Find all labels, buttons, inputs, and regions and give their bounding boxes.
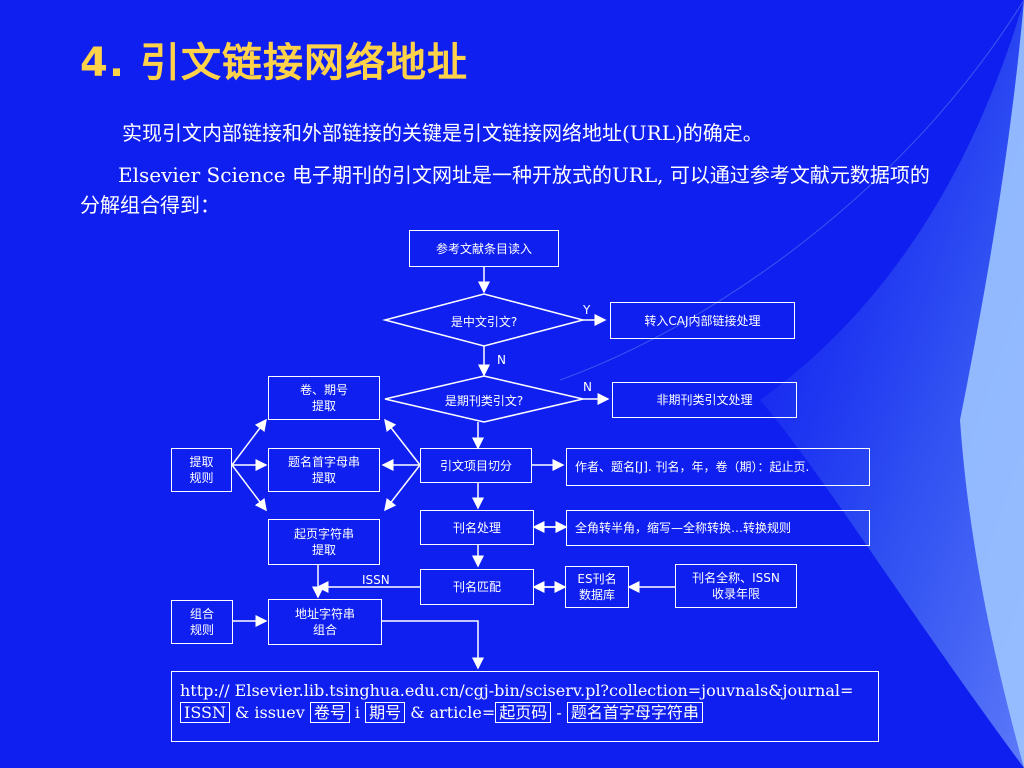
node-caj: 转入CAJ内部链接处理	[610, 302, 795, 339]
node-db-note: 刊名全称、ISSN 收录年限	[675, 564, 797, 608]
node-split: 引文项目切分	[420, 448, 532, 483]
node-vol-issue: 卷、期号 提取	[268, 376, 380, 420]
node-journal-note: 全角转半角，缩写—全称转换…转换规则	[566, 510, 870, 546]
intro-paragraph: 实现引文内部链接和外部链接的关键是引文链接网络地址(URL)的确定。	[122, 121, 763, 145]
url-text-article: & article=	[405, 703, 496, 722]
node-title-initial: 题名首字母串 提取	[268, 448, 380, 492]
decision-journal: 是期刊类引文?	[444, 394, 524, 408]
issn-label: ISSN	[362, 573, 390, 587]
decision-chinese: 是中文引文?	[450, 315, 518, 329]
node-rule-combine: 组合 规则	[171, 600, 233, 644]
node-start-page: 起页字符串 提取	[268, 519, 380, 565]
node-journal-proc: 刊名处理	[420, 510, 534, 545]
slide-title: 4. 引文链接网络地址	[80, 40, 468, 86]
node-start: 参考文献条目读入	[409, 230, 559, 267]
url-text-dash: -	[551, 703, 567, 722]
url-issue-tag: 期号	[365, 702, 406, 723]
node-journal-match: 刊名匹配	[420, 569, 534, 605]
url-line-2: ISSN & issuev 卷号 i 期号 & article=起页码 - 题名…	[180, 702, 870, 724]
url-issn-tag: ISSN	[180, 702, 230, 723]
yes-label: Y	[583, 303, 591, 317]
node-split-note: 作者、题名[J]. 刊名，年，卷（期）：起止页.	[566, 448, 870, 486]
node-non-journal: 非期刊类引文处理	[612, 382, 797, 418]
node-es-db: ES刊名 数据库	[565, 566, 629, 608]
url-line-1: http:// Elsevier.lib.tsinghua.edu.cn/cgj…	[180, 681, 854, 700]
detail-paragraph: Elsevier Science 电子期刊的引文网址是一种开放式的URL, 可以…	[80, 163, 930, 217]
url-title-tag: 题名首字母字符串	[566, 702, 703, 723]
url-text-issue: & issuev	[229, 703, 310, 722]
node-addr-combine: 地址字符串 组合	[268, 599, 382, 645]
url-text-i: i	[349, 703, 366, 722]
no-label-2: N	[583, 380, 592, 394]
url-page-tag: 起页码	[495, 702, 552, 723]
node-rule-extract: 提取 规则	[171, 448, 232, 492]
no-label-1: N	[497, 353, 506, 367]
url-result-box: http:// Elsevier.lib.tsinghua.edu.cn/cgj…	[171, 671, 879, 742]
url-vol-tag: 卷号	[309, 702, 350, 723]
